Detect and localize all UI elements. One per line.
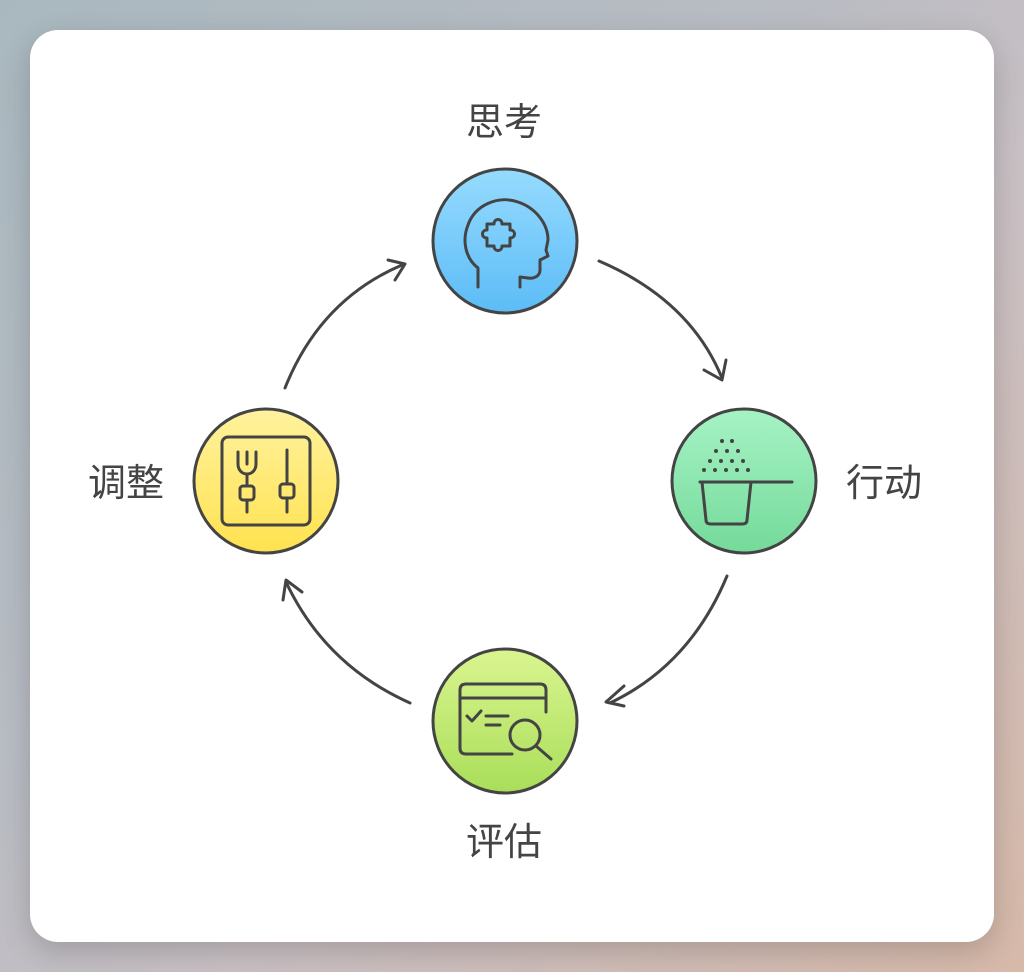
step-node-think	[431, 167, 579, 315]
step-label-act: 行动	[846, 461, 923, 505]
toolbox-wrench-icon	[220, 435, 312, 527]
step-node-adjust	[192, 407, 340, 555]
step-label-evaluate: 评估	[466, 820, 543, 864]
step-node-evaluate	[431, 647, 579, 795]
arrow-act-to-evaluate	[604, 574, 729, 708]
arrow-think-to-act	[597, 259, 728, 382]
checklist-magnifier-icon	[458, 682, 553, 761]
step-label-think: 思考	[466, 100, 543, 144]
head-puzzle-icon	[463, 198, 550, 289]
step-node-act	[670, 407, 818, 555]
step-label-adjust: 调整	[88, 461, 165, 505]
pot-sprinkle-icon	[698, 439, 794, 526]
arrow-evaluate-to-adjust	[281, 578, 412, 705]
arrow-adjust-to-think	[283, 258, 407, 390]
